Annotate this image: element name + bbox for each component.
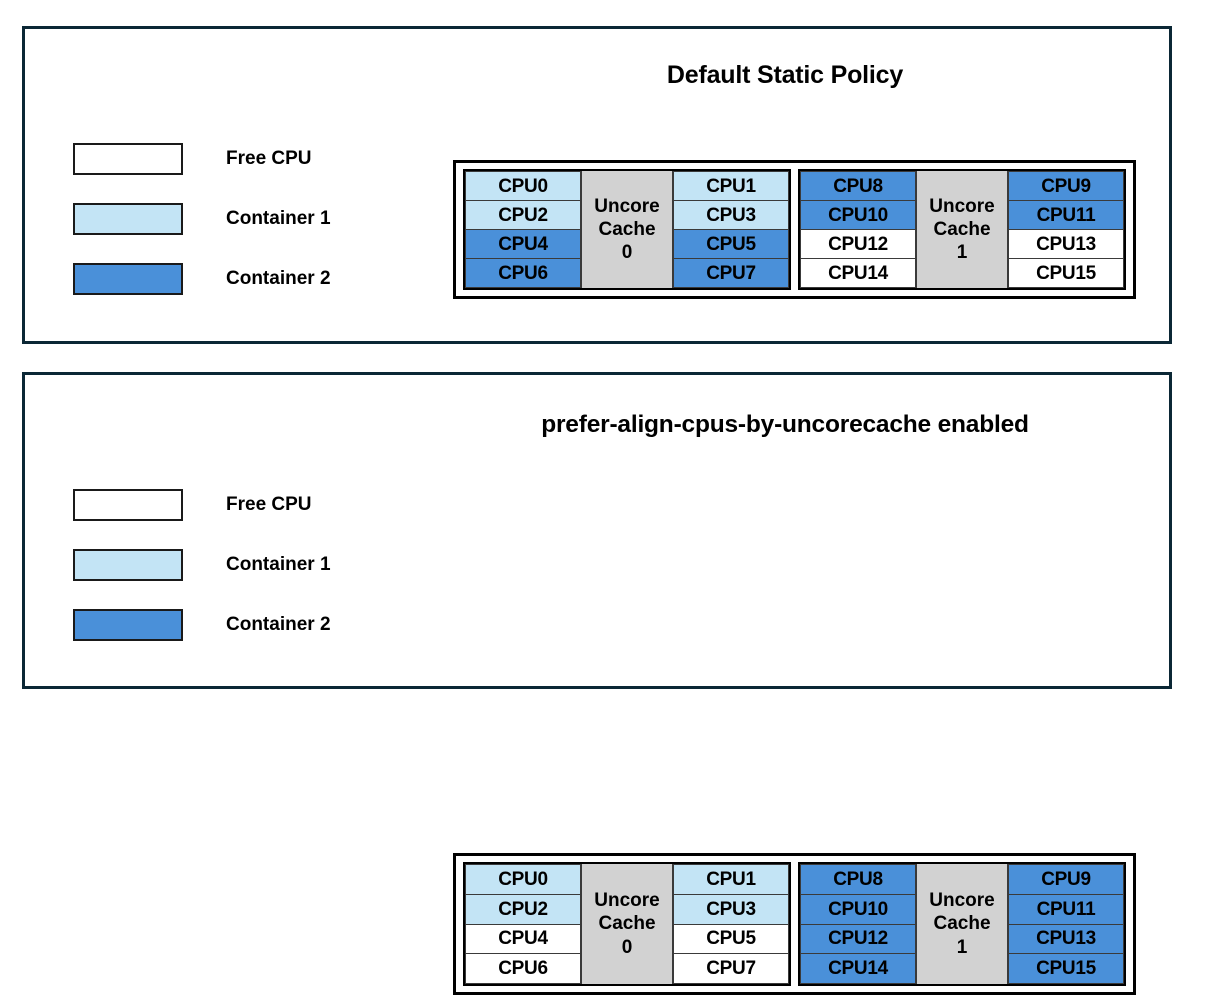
- cpu-cell: CPU3: [673, 200, 789, 230]
- uncore-cache-cluster-1: CPU8 CPU10 CPU12 CPU14 Uncore Cache 1 CP…: [798, 169, 1126, 290]
- uncore-cache-box: Uncore Cache 1: [916, 171, 1008, 288]
- cpu-cell: CPU0: [465, 171, 581, 201]
- cpu-cell: CPU15: [1008, 258, 1124, 288]
- uncore-cache-box: Uncore Cache 0: [581, 171, 673, 288]
- legend-swatch-free-cpu: [73, 143, 183, 175]
- uncore-cache-line-2: Cache: [598, 913, 656, 935]
- cpu-cell: CPU2: [465, 893, 581, 925]
- cpu-column-right: CPU9 CPU11 CPU13 CPU15: [1008, 171, 1124, 288]
- cpu-cell: CPU9: [1008, 864, 1124, 895]
- cpu-column-right: CPU1 CPU3 CPU5 CPU7: [673, 864, 789, 984]
- cpu-cell: CPU15: [1008, 953, 1124, 984]
- panel-default-static-policy: Default Static Policy Free CPU Container…: [22, 26, 1172, 344]
- cpu-column-left: CPU0 CPU2 CPU4 CPU6: [465, 171, 581, 288]
- diagram-page: Default Static Policy Free CPU Container…: [22, 26, 1172, 995]
- cpu-cell: CPU12: [800, 923, 916, 955]
- legend-label-free-cpu: Free CPU: [226, 148, 312, 169]
- legend-swatch-free-cpu: [73, 489, 183, 521]
- cpu-cell: CPU1: [673, 864, 789, 895]
- legend-swatch-container-2: [73, 263, 183, 295]
- legend-bottom: Free CPU Container 1 Container 2: [73, 475, 331, 655]
- cpu-column-left: CPU0 CPU2 CPU4 CPU6: [465, 864, 581, 984]
- uncore-cache-index: 0: [621, 242, 633, 264]
- cpu-cell: CPU11: [1008, 200, 1124, 230]
- cpu-cell: CPU12: [800, 229, 916, 259]
- uncore-cache-line-2: Cache: [933, 218, 991, 240]
- uncore-cache-index: 1: [956, 936, 968, 958]
- cpu-topology-diagram-bottom: CPU0 CPU2 CPU4 CPU6 Uncore Cache 0 CPU1 …: [453, 853, 1136, 995]
- uncore-cache-cluster-0: CPU0 CPU2 CPU4 CPU6 Uncore Cache 0 CPU1 …: [463, 862, 791, 986]
- cpu-column-right: CPU1 CPU3 CPU5 CPU7: [673, 171, 789, 288]
- cpu-cell: CPU8: [800, 171, 916, 201]
- panel-prefer-align-cpus-by-uncorecache: prefer-align-cpus-by-uncorecache enabled…: [22, 372, 1172, 995]
- cpu-cell: CPU5: [673, 923, 789, 955]
- cpu-cell: CPU7: [673, 258, 789, 288]
- page-title-top: Default Static Policy: [666, 61, 904, 89]
- uncore-cache-box: Uncore Cache 0: [581, 864, 673, 984]
- cpu-cell: CPU10: [800, 200, 916, 230]
- page-title-bottom: prefer-align-cpus-by-uncorecache enabled: [541, 411, 1029, 438]
- legend-swatch-container-1: [73, 549, 183, 581]
- cpu-cell: CPU8: [800, 864, 916, 895]
- legend-item-container-1: Container 1: [73, 189, 331, 249]
- cpu-cell: CPU14: [800, 953, 916, 984]
- legend-swatch-container-2: [73, 609, 183, 641]
- cpu-cell: CPU13: [1008, 923, 1124, 955]
- cpu-cell: CPU9: [1008, 171, 1124, 201]
- cpu-cell: CPU7: [673, 953, 789, 984]
- cpu-cell: CPU3: [673, 893, 789, 925]
- cpu-cell: CPU5: [673, 229, 789, 259]
- cpu-cell: CPU0: [465, 864, 581, 895]
- legend-label-container-1: Container 1: [226, 208, 331, 229]
- uncore-cache-line-2: Cache: [933, 913, 991, 935]
- legend-swatch-container-1: [73, 203, 183, 235]
- legend-item-container-2: Container 2: [73, 249, 331, 309]
- cpu-column-left: CPU8 CPU10 CPU12 CPU14: [800, 864, 916, 984]
- cpu-cell: CPU14: [800, 258, 916, 288]
- legend-label-container-1: Container 1: [226, 554, 331, 575]
- legend-item-container-1: Container 1: [73, 535, 331, 595]
- uncore-cache-index: 0: [621, 936, 633, 958]
- legend-label-container-2: Container 2: [226, 268, 331, 289]
- legend-item-container-2: Container 2: [73, 595, 331, 655]
- uncore-cache-box: Uncore Cache 1: [916, 864, 1008, 984]
- uncore-cache-cluster-0: CPU0 CPU2 CPU4 CPU6 Uncore Cache 0 CPU1 …: [463, 169, 791, 290]
- cpu-column-right: CPU9 CPU11 CPU13 CPU15: [1008, 864, 1124, 984]
- cpu-cell: CPU6: [465, 258, 581, 288]
- uncore-cache-line-1: Uncore: [594, 890, 660, 912]
- uncore-cache-line-1: Uncore: [929, 890, 995, 912]
- uncore-cache-line-1: Uncore: [929, 195, 995, 217]
- legend-item-free-cpu: Free CPU: [73, 129, 331, 189]
- cpu-topology-diagram-top: CPU0 CPU2 CPU4 CPU6 Uncore Cache 0 CPU1 …: [453, 160, 1136, 299]
- legend-item-free-cpu: Free CPU: [73, 475, 331, 535]
- cpu-cell: CPU2: [465, 200, 581, 230]
- cpu-cell: CPU10: [800, 893, 916, 925]
- cpu-cell: CPU6: [465, 953, 581, 984]
- legend-label-container-2: Container 2: [226, 614, 331, 635]
- cpu-cell: CPU13: [1008, 229, 1124, 259]
- cpu-cell: CPU1: [673, 171, 789, 201]
- legend-label-free-cpu: Free CPU: [226, 494, 312, 515]
- cpu-cell: CPU4: [465, 923, 581, 955]
- uncore-cache-line-2: Cache: [598, 218, 656, 240]
- cpu-cell: CPU4: [465, 229, 581, 259]
- uncore-cache-line-1: Uncore: [594, 195, 660, 217]
- cpu-cell: CPU11: [1008, 893, 1124, 925]
- cpu-column-left: CPU8 CPU10 CPU12 CPU14: [800, 171, 916, 288]
- legend-top: Free CPU Container 1 Container 2: [73, 129, 331, 309]
- uncore-cache-index: 1: [956, 242, 968, 264]
- uncore-cache-cluster-1: CPU8 CPU10 CPU12 CPU14 Uncore Cache 1 CP…: [798, 862, 1126, 986]
